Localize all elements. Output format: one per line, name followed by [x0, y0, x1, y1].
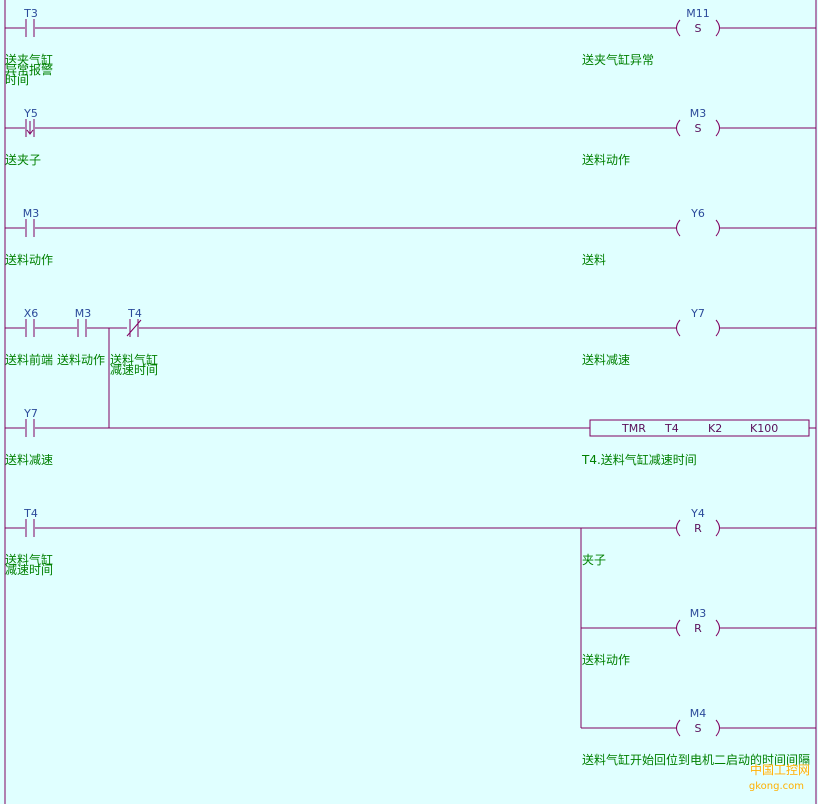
- contact-comment: 送料气缸 减速时间: [110, 353, 159, 377]
- contact-comment: 送料减速: [5, 453, 54, 467]
- contact-address[interactable]: Y5: [24, 107, 38, 120]
- coil-function: S: [694, 122, 702, 135]
- falling-edge-contact: [25, 119, 35, 137]
- coil-right-arc: [715, 19, 720, 37]
- nc-contact: [126, 319, 142, 337]
- contact-comment: 送料气缸 减速时间: [5, 553, 54, 577]
- coil-comment: 送夹气缸异常: [582, 53, 655, 67]
- coil-address[interactable]: Y6: [691, 207, 705, 220]
- coil-comment: 送料减速: [582, 353, 631, 367]
- coil-function: R: [694, 522, 702, 535]
- instruction-comment: T4.送料气缸减速时间: [582, 453, 697, 467]
- no-contact: [25, 219, 35, 237]
- watermark-url: gkong.com: [748, 781, 804, 792]
- contact-address[interactable]: T4: [128, 307, 142, 320]
- contact-comment: 送料动作: [5, 253, 54, 267]
- coil-comment: 送料气缸开始回位到电机二启动的时间间隔: [582, 753, 811, 767]
- coil-address[interactable]: M3: [689, 107, 707, 120]
- coil-address[interactable]: Y4: [691, 507, 705, 520]
- no-contact: [25, 319, 35, 337]
- no-contact: [25, 19, 35, 37]
- coil-address[interactable]: Y7: [691, 307, 705, 320]
- coil-comment: 送料动作: [582, 653, 631, 667]
- contact-address[interactable]: Y7: [24, 407, 38, 420]
- no-contact: [77, 319, 87, 337]
- coil-right-arc: [715, 219, 720, 237]
- contact-address[interactable]: X6: [23, 307, 39, 320]
- coil-address[interactable]: M11: [686, 7, 710, 20]
- coil-comment: 送料动作: [582, 153, 631, 167]
- contact-address[interactable]: T3: [24, 7, 38, 20]
- instruction-operand: K2: [708, 422, 723, 435]
- contact-address[interactable]: T4: [24, 507, 38, 520]
- instruction-op: TMR: [622, 422, 646, 435]
- watermark-logo: 中国工控网: [749, 763, 810, 777]
- coil-function: R: [694, 622, 702, 635]
- coil-address[interactable]: M3: [689, 607, 707, 620]
- contact-comment: 送料前端: [5, 353, 54, 367]
- coil-left-arc: [676, 319, 681, 337]
- coil-right-arc: [715, 519, 720, 537]
- coil-right-arc: [715, 719, 720, 737]
- coil-right-arc: [715, 119, 720, 137]
- coil-left-arc: [676, 519, 681, 537]
- coil-left-arc: [676, 19, 681, 37]
- contact-address[interactable]: M3: [22, 207, 40, 220]
- coil-left-arc: [676, 719, 681, 737]
- coil-right-arc: [715, 319, 720, 337]
- coil-left-arc: [676, 119, 681, 137]
- instruction-operand: K100: [750, 422, 779, 435]
- no-contact: [25, 419, 35, 437]
- no-contact: [25, 519, 35, 537]
- coil-comment: 夹子: [582, 553, 607, 567]
- coil-function: S: [694, 22, 702, 35]
- coil-left-arc: [676, 619, 681, 637]
- contact-address[interactable]: M3: [74, 307, 92, 320]
- contact-comment: 送夹子: [5, 153, 42, 167]
- contact-comment: 送夹气缸 异常报警 时间: [5, 53, 54, 87]
- coil-function: S: [694, 722, 702, 735]
- coil-address[interactable]: M4: [689, 707, 707, 720]
- coil-right-arc: [715, 619, 720, 637]
- coil-left-arc: [676, 219, 681, 237]
- instruction-operand: T4: [665, 422, 679, 435]
- contact-comment: 送料动作: [57, 353, 106, 367]
- coil-comment: 送料: [582, 253, 607, 267]
